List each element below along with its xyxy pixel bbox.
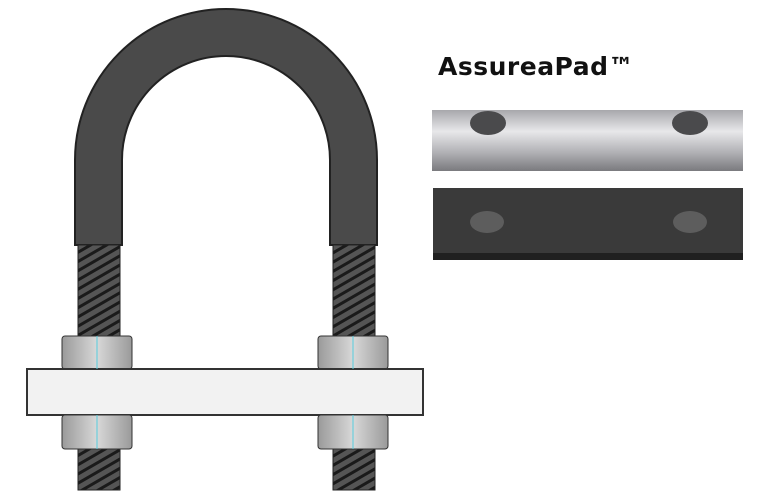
product-title: AssureaPad™ [438, 52, 634, 81]
pad-dark-hole-left [470, 211, 504, 233]
pad-silver-hole-right [672, 111, 708, 135]
pad-silver-hole-left [470, 111, 506, 135]
mounting-plate [26, 368, 424, 416]
u-bolt [74, 8, 378, 246]
pad-dark-hole-right [673, 211, 707, 233]
